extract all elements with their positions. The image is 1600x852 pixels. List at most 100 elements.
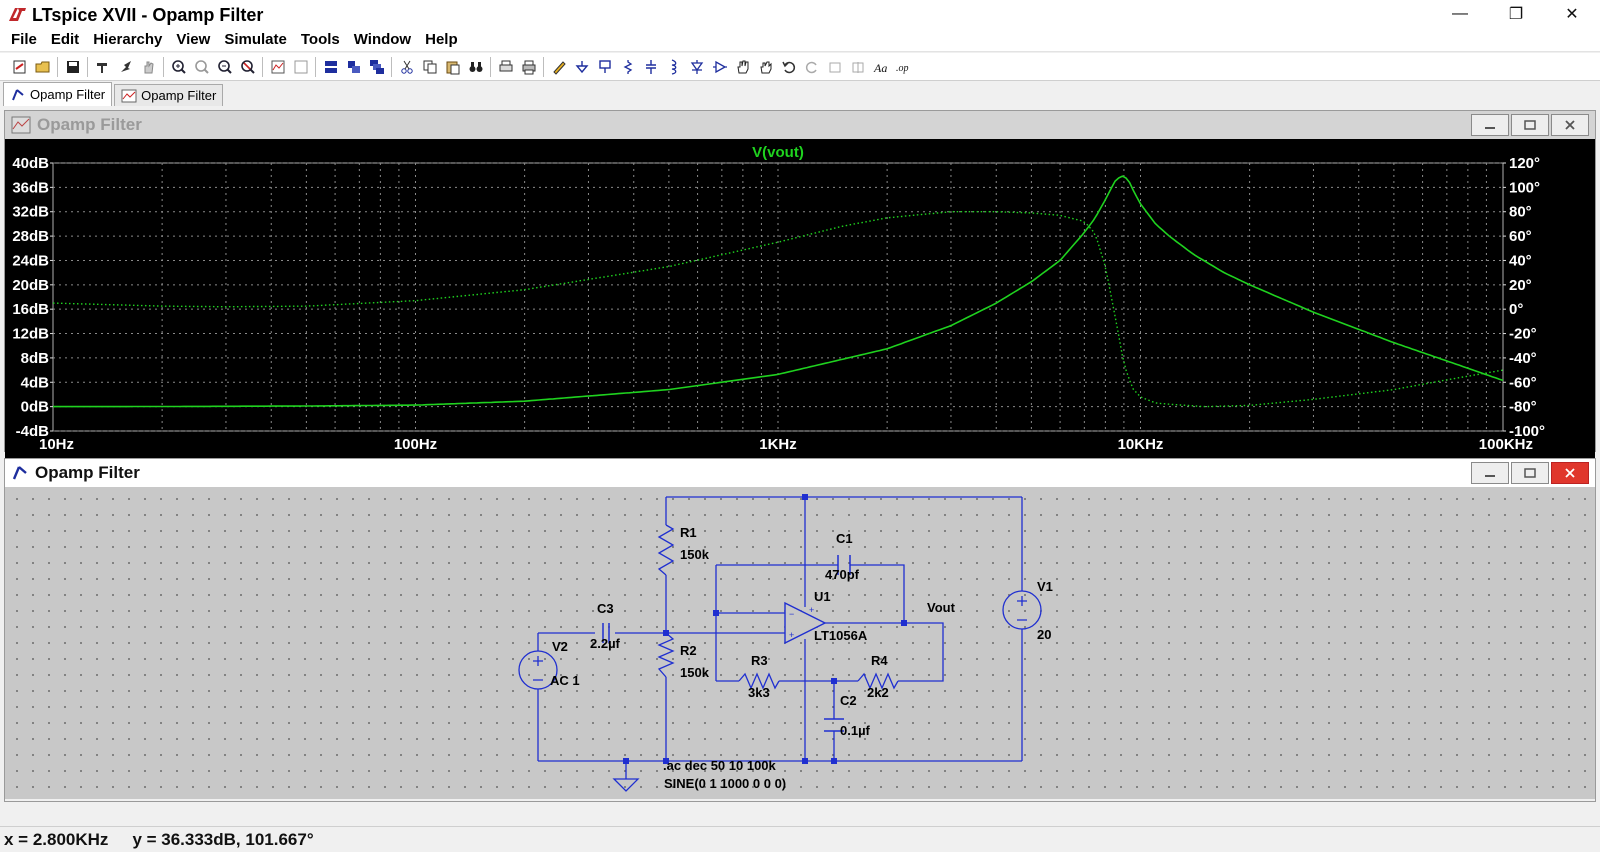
find-binoculars-icon[interactable] bbox=[464, 56, 487, 78]
c2-label[interactable]: C2 bbox=[840, 693, 857, 708]
bode-plot-svg[interactable]: 40dB36dB32dB28dB24dB20dB16dB12dB8dB4dB0d… bbox=[5, 139, 1595, 451]
zoom-cancel-icon[interactable] bbox=[236, 56, 259, 78]
u1-value[interactable]: LT1056A bbox=[814, 628, 868, 643]
r2-label[interactable]: R2 bbox=[680, 643, 697, 658]
mirror-icon[interactable] bbox=[846, 56, 869, 78]
autorange-icon[interactable] bbox=[266, 56, 289, 78]
delete-trace-icon[interactable] bbox=[289, 56, 312, 78]
move-hand-icon[interactable] bbox=[731, 56, 754, 78]
voltage-source-v1[interactable] bbox=[1002, 590, 1042, 630]
capacitor-c2[interactable] bbox=[824, 718, 844, 732]
toolbar-separator bbox=[57, 56, 58, 77]
zoom-in-icon[interactable] bbox=[167, 56, 190, 78]
schematic-maximize-button[interactable] bbox=[1511, 462, 1549, 484]
text-icon[interactable]: Aa bbox=[869, 56, 892, 78]
v2-label[interactable]: V2 bbox=[552, 639, 568, 654]
pan-hand-icon[interactable] bbox=[137, 56, 160, 78]
menu-simulate[interactable]: Simulate bbox=[224, 31, 287, 48]
print-setup-icon[interactable] bbox=[494, 56, 517, 78]
v1-value[interactable]: 20 bbox=[1037, 627, 1051, 642]
tile-vertical-icon[interactable] bbox=[342, 56, 365, 78]
tile-horizontal-icon[interactable] bbox=[319, 56, 342, 78]
inductor-icon[interactable] bbox=[662, 56, 685, 78]
control-panel-hammer-icon[interactable] bbox=[91, 56, 114, 78]
menu-tools[interactable]: Tools bbox=[300, 31, 340, 48]
menu-help[interactable]: Help bbox=[425, 31, 458, 48]
v2-value[interactable]: AC 1 bbox=[550, 673, 580, 688]
capacitor-c3[interactable] bbox=[602, 623, 610, 643]
resistor-r1[interactable] bbox=[657, 524, 675, 576]
c1-label[interactable]: C1 bbox=[836, 531, 853, 546]
plot-close-button[interactable] bbox=[1551, 114, 1589, 136]
r4-label[interactable]: R4 bbox=[871, 653, 888, 668]
v1-label[interactable]: V1 bbox=[1037, 579, 1053, 594]
menu-view[interactable]: View bbox=[176, 31, 211, 48]
schematic-canvas[interactable]: − + + bbox=[5, 487, 1595, 799]
resistor-icon[interactable] bbox=[616, 56, 639, 78]
menu-window[interactable]: Window bbox=[353, 31, 412, 48]
schematic-close-button[interactable] bbox=[1551, 462, 1589, 484]
tab-waveform[interactable]: Opamp Filter bbox=[114, 84, 224, 106]
open-folder-icon[interactable] bbox=[31, 56, 54, 78]
redo-icon[interactable] bbox=[800, 56, 823, 78]
undo-icon[interactable] bbox=[777, 56, 800, 78]
r3-value[interactable]: 3k3 bbox=[748, 685, 770, 700]
r1-label[interactable]: R1 bbox=[680, 525, 697, 540]
spice-directive-icon[interactable]: .op bbox=[892, 56, 915, 78]
ground-icon[interactable] bbox=[570, 56, 593, 78]
plot-window-titlebar[interactable]: Opamp Filter bbox=[5, 111, 1595, 139]
capacitor-c1[interactable] bbox=[837, 555, 851, 575]
tab-schematic[interactable]: Opamp Filter bbox=[3, 82, 113, 106]
c2-value[interactable]: 0.1µf bbox=[840, 723, 871, 738]
schematic-minimize-button[interactable] bbox=[1471, 462, 1509, 484]
draw-wire-pencil-icon[interactable] bbox=[547, 56, 570, 78]
save-icon[interactable] bbox=[61, 56, 84, 78]
minimize-button[interactable]: — bbox=[1452, 5, 1468, 22]
r3-label[interactable]: R3 bbox=[751, 653, 768, 668]
paste-icon[interactable] bbox=[441, 56, 464, 78]
vout-net-label[interactable]: Vout bbox=[927, 600, 956, 615]
drag-hand-icon[interactable] bbox=[754, 56, 777, 78]
menu-file[interactable]: File bbox=[11, 31, 37, 48]
u1-label[interactable]: U1 bbox=[814, 589, 831, 604]
new-schematic-icon[interactable] bbox=[8, 56, 31, 78]
sine-directive[interactable]: SINE(0 1 1000 0 0 0) bbox=[664, 776, 786, 791]
c3-value[interactable]: 2.2µf bbox=[590, 636, 621, 651]
diode-icon[interactable] bbox=[685, 56, 708, 78]
voltage-source-v2[interactable] bbox=[518, 650, 558, 690]
magnitude-trace[interactable] bbox=[53, 175, 1504, 408]
opamp-symbol[interactable] bbox=[784, 601, 827, 645]
c3-label[interactable]: C3 bbox=[597, 601, 614, 616]
r2-value[interactable]: 150k bbox=[680, 665, 710, 680]
close-button[interactable]: ✕ bbox=[1565, 6, 1579, 23]
maximize-button[interactable]: ❐ bbox=[1508, 6, 1524, 23]
cut-scissors-icon[interactable] bbox=[395, 56, 418, 78]
status-bar: x = 2.800KHz y = 36.333dB, 101.667° bbox=[0, 826, 1600, 852]
resistor-r4[interactable] bbox=[857, 672, 899, 690]
ground-symbol[interactable] bbox=[612, 778, 640, 792]
c1-value[interactable]: 470pf bbox=[825, 567, 860, 582]
schematic-svg[interactable]: − + + bbox=[5, 487, 1595, 799]
cascade-windows-icon[interactable] bbox=[365, 56, 388, 78]
schematic-window-titlebar[interactable]: Opamp Filter bbox=[5, 459, 1595, 487]
menu-edit[interactable]: Edit bbox=[50, 31, 80, 48]
print-icon[interactable] bbox=[517, 56, 540, 78]
resistor-r2[interactable] bbox=[657, 632, 675, 678]
zoom-out-icon[interactable] bbox=[213, 56, 236, 78]
r1-value[interactable]: 150k bbox=[680, 547, 710, 562]
copy-icon[interactable] bbox=[418, 56, 441, 78]
rotate-icon[interactable] bbox=[823, 56, 846, 78]
ac-directive[interactable]: .ac dec 50 10 100k bbox=[663, 758, 777, 773]
capacitor-icon[interactable] bbox=[639, 56, 662, 78]
r4-value[interactable]: 2k2 bbox=[867, 685, 889, 700]
plot-maximize-button[interactable] bbox=[1511, 114, 1549, 136]
plot-minimize-button[interactable] bbox=[1471, 114, 1509, 136]
run-icon[interactable] bbox=[114, 56, 137, 78]
trace-label[interactable]: V(vout) bbox=[752, 144, 804, 161]
component-icon[interactable] bbox=[708, 56, 731, 78]
menu-hierarchy[interactable]: Hierarchy bbox=[93, 31, 163, 48]
label-net-icon[interactable] bbox=[593, 56, 616, 78]
zoom-full-icon[interactable] bbox=[190, 56, 213, 78]
resistor-r3[interactable] bbox=[738, 672, 780, 690]
